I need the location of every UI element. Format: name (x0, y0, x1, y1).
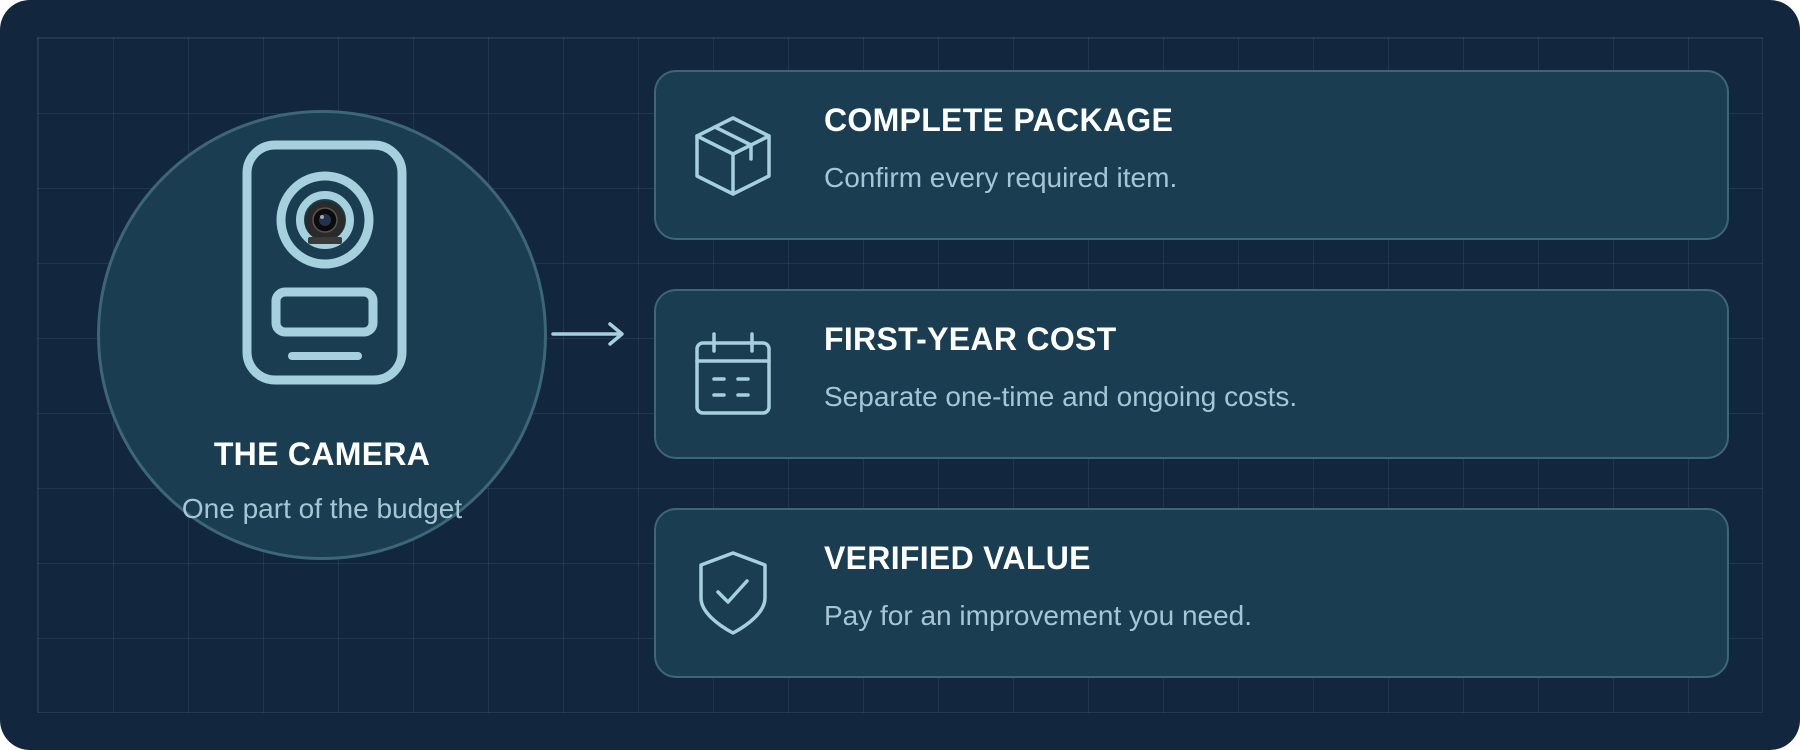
card-description: Pay for an improvement you need. (824, 600, 1253, 631)
card-description: Confirm every required item. (824, 162, 1178, 193)
doorbell-camera-icon (242, 140, 407, 385)
box-icon (695, 116, 771, 196)
card-title: COMPLETE PACKAGE (824, 102, 1174, 138)
shield-check-icon (699, 551, 767, 635)
calendar-icon (695, 332, 771, 415)
hero-subtitle: One part of the budget (181, 493, 463, 524)
card-complete-package: COMPLETE PACKAGE Confirm every required … (654, 70, 1729, 240)
card-title: FIRST-YEAR COST (824, 321, 1117, 357)
card-description: Separate one-time and ongoing costs. (824, 381, 1298, 412)
card-verified-value: VERIFIED VALUE Pay for an improvement yo… (654, 508, 1729, 678)
card-title: VERIFIED VALUE (824, 540, 1091, 576)
hero-title: THE CAMERA (213, 436, 431, 472)
arrow-right-icon (551, 322, 624, 346)
card-first-year-cost: FIRST-YEAR COST Separate one-time and on… (654, 289, 1729, 459)
